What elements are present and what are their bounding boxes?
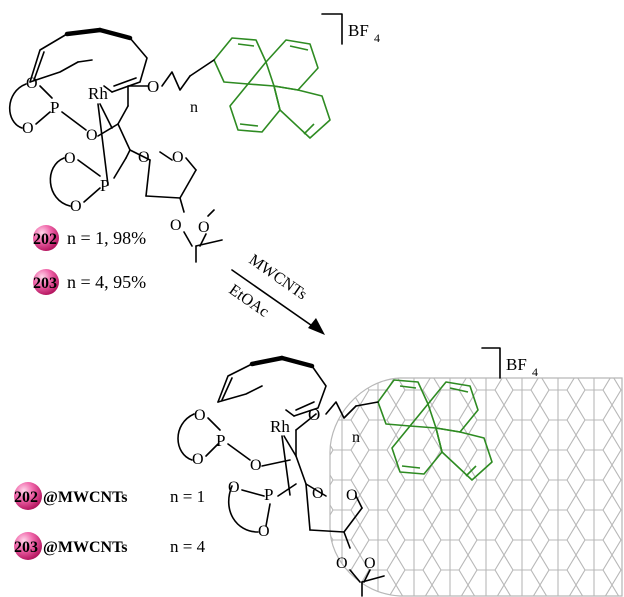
top-phosphite-1: P O O O [8,75,119,144]
svg-text:O: O [138,149,150,166]
top-sugar: O O O O O [117,71,223,263]
svg-text:O: O [198,219,210,236]
svg-text:O: O [228,479,240,496]
svg-text:O: O [258,523,270,540]
bottom-rh-label: Rh [270,417,290,436]
svg-text:O: O [192,451,204,468]
bottom-pyrene [355,379,493,481]
bottom-p1-label: P [216,431,225,450]
compound-203-bottom: 203 @MWCNTs n = 4 [14,532,206,560]
svg-text:O: O [364,555,376,572]
svg-text:O: O [250,457,262,474]
bottom-counterion: BF 4 [481,347,538,379]
svg-text:O: O [312,485,324,502]
nanotube [329,377,623,597]
svg-text:4: 4 [532,365,538,379]
reaction-arrow: MWCNTs EtOAc [226,251,325,335]
svg-text:BF: BF [506,355,527,374]
svg-text:203: 203 [33,275,57,292]
top-cod-ligand [29,27,148,93]
svg-text:BF: BF [348,21,369,40]
compound-203-yield: n = 4, 95% [67,272,146,292]
svg-text:O: O [22,120,34,137]
svg-text:O: O [26,75,38,92]
bottom-phosphite-1: P O O O [177,407,291,474]
bottom-sugar: O O O O O [295,401,385,597]
compound-202-top: 202 n = 1, 98% [33,225,146,251]
compound-202-bottom-n: n = 1 [170,487,205,506]
svg-text:O: O [147,77,159,96]
top-complex: Rh P O O O P O O O [8,13,380,263]
bottom-n-label: n [352,429,360,446]
bottom-cod-ligand [217,355,327,417]
svg-text:@MWCNTs: @MWCNTs [43,539,128,556]
top-rh-label: Rh [88,84,108,103]
compound-202-yield: n = 1, 98% [67,228,146,248]
svg-text:O: O [336,555,348,572]
top-p2-label: P [100,176,109,195]
svg-text:O: O [172,149,184,166]
svg-text:O: O [70,198,82,215]
top-p1-label: P [50,98,59,117]
svg-text:O: O [86,127,98,144]
bottom-complex: Rh P O O O P O O O [177,347,538,597]
bottom-phosphite-2: P O O [227,479,297,540]
top-phosphite-2: P O O [49,150,127,215]
svg-text:O: O [346,487,358,504]
svg-text:202: 202 [33,231,57,248]
compound-202-bottom: 202 @MWCNTs n = 1 [14,482,205,510]
svg-text:O: O [308,405,320,424]
compound-203-top: 203 n = 4, 95% [33,269,146,295]
svg-text:O: O [194,407,206,424]
svg-text:O: O [64,150,76,167]
compound-203-bottom-badge [14,532,42,560]
bottom-p2-label: P [264,485,273,504]
svg-text:O: O [170,217,182,234]
compound-203-bottom-n: n = 4 [170,537,206,556]
top-pyrene [189,37,331,139]
compound-202-badge [33,225,59,251]
svg-text:@MWCNTs: @MWCNTs [43,489,128,506]
top-counterion: BF 4 [321,13,380,45]
svg-text:4: 4 [374,31,380,45]
svg-text:202: 202 [14,489,38,506]
compound-203-badge [33,269,59,295]
top-n-label: n [190,99,198,116]
compound-202-bottom-badge [14,482,42,510]
solvent-label: EtOAc [226,281,272,320]
svg-text:203: 203 [14,539,38,556]
